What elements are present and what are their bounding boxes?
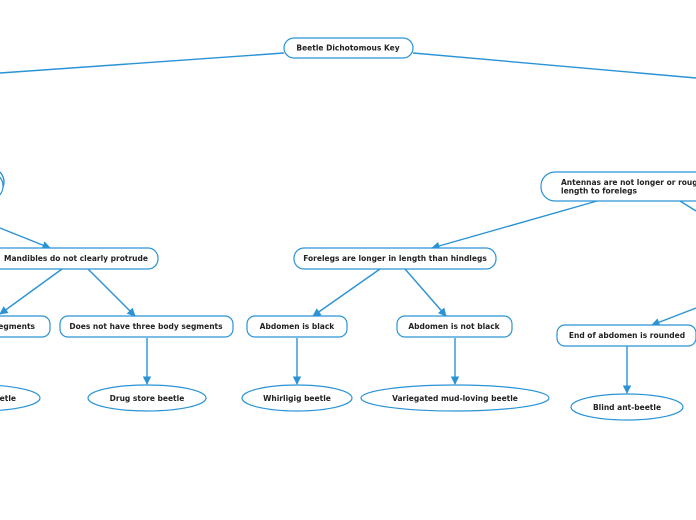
leaf-left-ellipse xyxy=(0,385,41,411)
edge-to-mandibles xyxy=(0,227,51,250)
node-left-offscreen-box xyxy=(0,176,4,196)
node-root-label: Beetle Dichotomous Key xyxy=(296,44,399,53)
edge-root-left xyxy=(0,52,285,74)
leaf-drug-store[interactable]: Drug store beetle xyxy=(87,384,207,412)
edge-antennas-right xyxy=(679,200,696,212)
leaf-variegated-ellipse xyxy=(360,384,550,412)
node-not-three-segments[interactable]: Does not have three body segments xyxy=(59,315,234,338)
node-not-three-segments-label: Does not have three body segments xyxy=(69,322,223,331)
node-three-segments[interactable]: egments xyxy=(0,315,51,338)
node-mandibles-label: Mandibles do not clearly protrude xyxy=(4,254,148,263)
edge-mandibles-to-three-segments xyxy=(0,268,63,315)
leaf-drug-store-ellipse xyxy=(87,384,207,412)
node-forelegs-box xyxy=(293,247,497,270)
node-mandibles-box xyxy=(0,247,159,270)
edge-antennas-to-forelegs xyxy=(431,200,598,250)
node-abdomen-not-black-label: Abdomen is not black xyxy=(408,322,500,331)
node-abdomen-black-label: Abdomen is black xyxy=(260,322,336,331)
node-forelegs-label: Forelegs are longer in length than hindl… xyxy=(303,254,487,263)
node-abdomen-black[interactable]: Abdomen is black xyxy=(246,315,348,338)
node-abdomen-not-black[interactable]: Abdomen is not black xyxy=(396,315,513,338)
leaf-drug-store-label: Drug store beetle xyxy=(110,394,185,403)
node-abdomen-rounded[interactable]: End of abdomen is rounded xyxy=(556,324,696,347)
leaf-blind-ant-label: Blind ant-beetle xyxy=(593,403,661,412)
edges xyxy=(0,52,696,394)
leaf-blind-ant-ellipse xyxy=(570,393,684,421)
leaf-left-label: etle xyxy=(0,394,16,403)
node-three-segments-box xyxy=(0,315,51,338)
node-three-segments-label: egments xyxy=(0,322,36,331)
leaf-left[interactable]: etle xyxy=(0,385,41,411)
node-not-three-segments-box xyxy=(59,315,234,338)
leaf-whirligig-ellipse xyxy=(241,384,353,412)
node-left-offscreen xyxy=(0,176,4,196)
node-forelegs[interactable]: Forelegs are longer in length than hindl… xyxy=(293,247,497,270)
node-antennas-label: Antennas are not longer or roughly lengt… xyxy=(561,178,696,196)
node-root-box xyxy=(283,37,414,59)
node-abdomen-rounded-box xyxy=(556,324,696,347)
node-abdomen-black-box xyxy=(246,315,348,338)
leaf-variegated[interactable]: Variegated mud-loving beetle xyxy=(360,384,550,412)
node-mandibles[interactable]: Mandibles do not clearly protrude xyxy=(0,247,159,270)
edge-mandibles-to-not-three-segments xyxy=(87,268,136,317)
node-abdomen-not-black-box xyxy=(396,315,513,338)
node-antennas-line-2: length to forelegs xyxy=(561,187,637,196)
node-antennas[interactable]: Antennas are not longer or roughly lengt… xyxy=(540,171,696,202)
leaf-blind-ant[interactable]: Blind ant-beetle xyxy=(570,393,684,421)
edge-forelegs-to-abdomen-black xyxy=(312,268,381,317)
edge-forelegs-to-abdomen-not-black xyxy=(404,268,447,317)
leaf-variegated-label: Variegated mud-loving beetle xyxy=(392,394,518,403)
edge-to-abdomen-rounded xyxy=(651,307,696,327)
node-antennas-line-1: Antennas are not longer or roughly xyxy=(561,178,696,187)
node-abdomen-rounded-label: End of abdomen is rounded xyxy=(569,331,685,340)
leaf-whirligig[interactable]: Whirligig beetle xyxy=(241,384,353,412)
node-root[interactable]: Beetle Dichotomous Key xyxy=(283,37,414,59)
leaf-whirligig-label: Whirligig beetle xyxy=(263,394,331,403)
node-antennas-box xyxy=(540,171,696,202)
edge-root-right xyxy=(412,52,696,79)
